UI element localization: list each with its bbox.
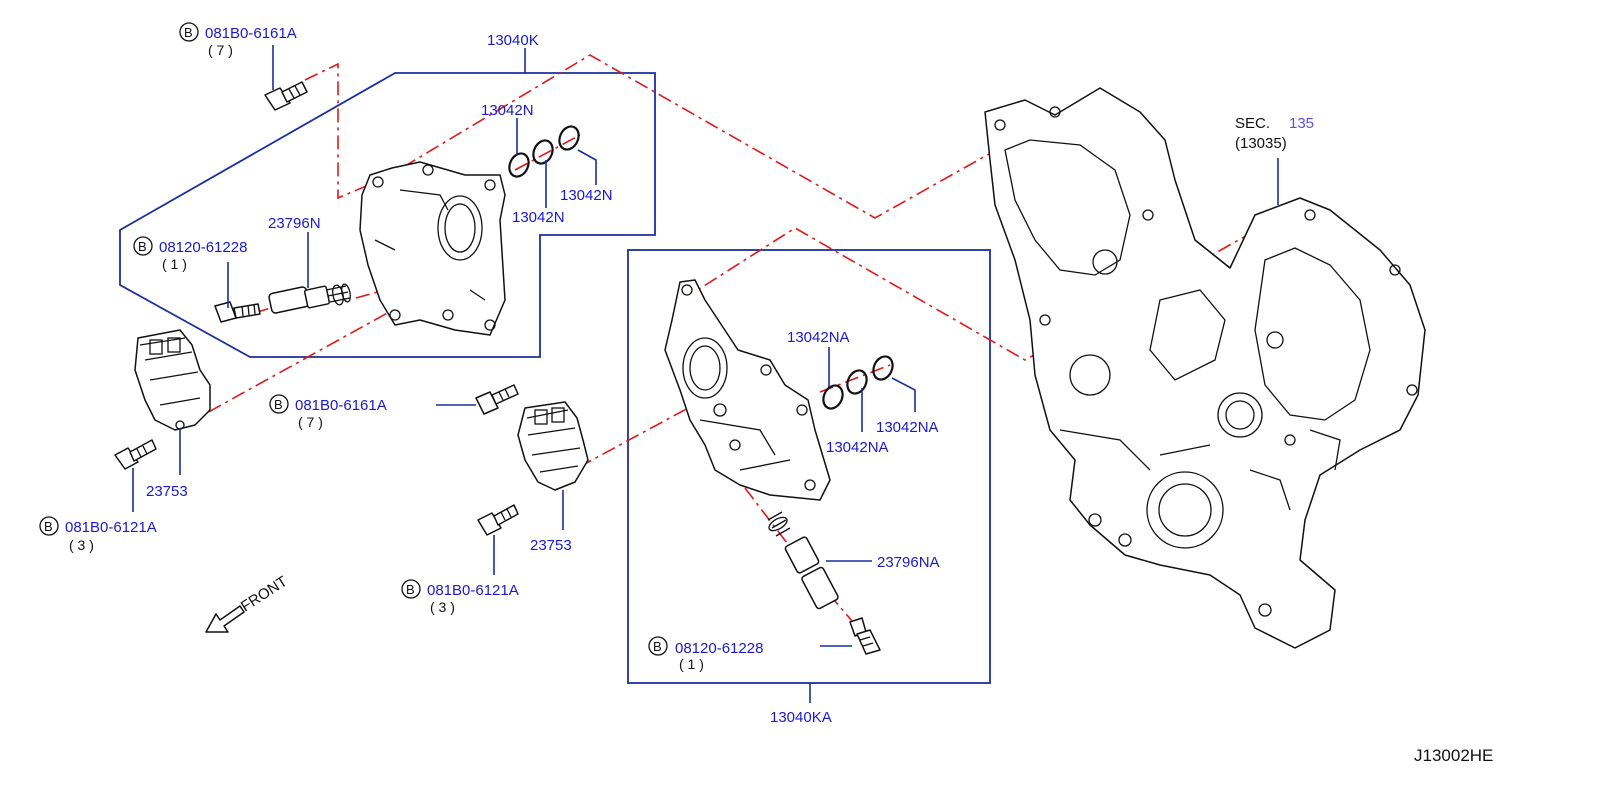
label-sec-ref: (13035) [1235,135,1287,152]
left-actuator [134,329,211,431]
label-oring-lower-c: 13042NA [876,419,939,436]
label-actuator-mid: 23753 [530,537,572,554]
label-oring-upper-b: 13042N [512,209,565,226]
left-bolt [114,439,157,470]
center-bolt [477,504,519,536]
b-marker-upper-valve-bolt [133,236,153,256]
lower-valve-bolt [849,617,881,655]
label-bolt-upper-valve-qty: ( 1 ) [162,256,187,272]
label-oring-lower-b: 13042NA [826,439,889,456]
upper-assembly-box [119,72,656,358]
label-oring-upper-c: 13042N [560,187,613,204]
engine-front-cover [984,87,1426,649]
middle-actuator [517,401,589,491]
lower-o-rings [822,355,894,410]
upper-valve-bolt [214,301,261,323]
label-bolt-center-qty: ( 3 ) [430,599,455,615]
label-valve-lower: 23796NA [877,554,940,571]
front-label: FRONT [238,573,291,615]
b-marker-middle-bolt [269,394,289,414]
label-actuator-left: 23753 [146,483,188,500]
label-cover-asm-upper: 13040K [487,32,539,49]
label-bolt-left-qty: ( 3 ) [69,537,94,553]
b-marker-letter: B [274,397,283,412]
front-arrow-icon [205,605,245,633]
label-bolt-lower-valve-code: 08120-61228 [675,640,763,657]
lower-solenoid-valve [767,511,839,610]
label-sec-number: 135 [1289,115,1314,132]
label-bolt-upper-valve-code: 08120-61228 [159,239,247,256]
b-marker-center-bolt [401,579,421,599]
b-marker-letter: B [138,239,147,254]
label-bolt-mid-qty: ( 7 ) [298,414,323,430]
label-bolt-top-code: 081B0-6161A [205,25,297,42]
b-marker-left-bolt [39,516,59,536]
b-marker-top-bolt [179,22,199,42]
top-bolt [264,81,308,111]
upper-solenoid-valve [268,283,351,314]
label-bolt-center-code: 081B0-6121A [427,582,519,599]
label-bolt-mid-code: 081B0-6161A [295,397,387,414]
b-marker-lower-valve-bolt [648,636,668,656]
label-sec-prefix: SEC. [1235,115,1270,132]
b-marker-letter: B [406,582,415,597]
label-valve-upper: 23796N [268,215,321,232]
label-bolt-lower-valve-qty: ( 1 ) [679,656,704,672]
label-cover-asm-lower: 13040KA [770,709,832,726]
b-marker-letter: B [44,519,53,534]
middle-bolt [475,384,519,415]
drawing-id: J13002HE [1414,746,1493,765]
lower-assembly-box [627,249,991,684]
lower-cover-plate [664,279,831,501]
upper-o-rings [508,125,580,178]
b-marker-letter: B [184,25,193,40]
label-oring-upper-a: 13042N [481,102,534,119]
label-bolt-left-code: 081B0-6121A [65,519,157,536]
label-bolt-top-qty: ( 7 ) [208,42,233,58]
b-marker-letter: B [653,639,662,654]
leader-lines [132,45,1279,703]
upper-cover-plate [359,161,506,336]
label-oring-lower-a: 13042NA [787,329,850,346]
